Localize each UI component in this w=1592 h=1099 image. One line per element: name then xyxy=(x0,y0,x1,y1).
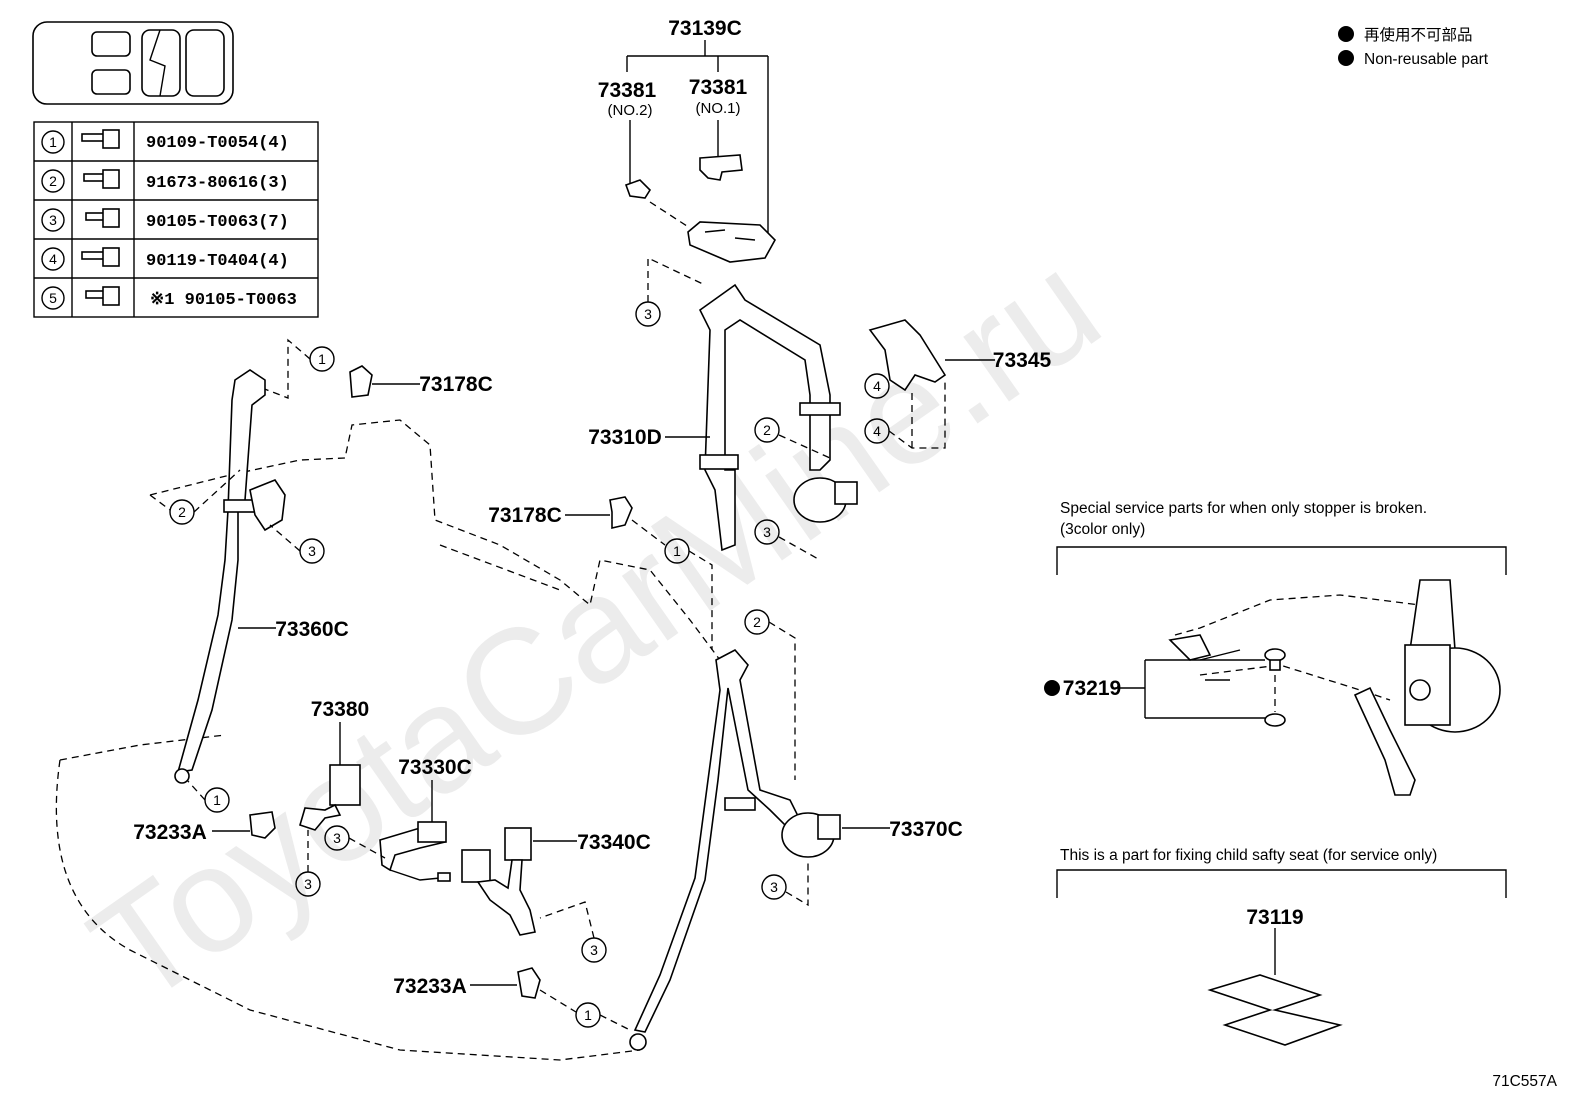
bolt-icon xyxy=(85,286,120,306)
anchor-plate-73119 xyxy=(1207,974,1343,1046)
cover-73178C-mid xyxy=(609,496,633,530)
cover-73139C-part xyxy=(624,120,776,263)
callout-2: 2 xyxy=(763,422,771,438)
legend: 再使用不可部品 Non-reusable part xyxy=(1338,26,1489,68)
table-row-2-num: 2 xyxy=(49,173,57,189)
special-note-line2: (3color only) xyxy=(1060,521,1145,538)
bracket-73139C xyxy=(626,40,769,250)
legend-jp: 再使用不可部品 xyxy=(1364,26,1473,44)
table-row-3-num: 3 xyxy=(49,212,57,228)
bolt-table: 1 90109-T0054(4) 2 91673-80616(3) 3 9010… xyxy=(33,121,319,318)
cover-73233A-lower xyxy=(517,967,541,999)
table-row-3-part: 90105-T0063(7) xyxy=(146,213,289,232)
label-73330C: 73330C xyxy=(398,756,472,779)
belt-73310D xyxy=(698,283,858,552)
callout-3: 3 xyxy=(590,942,598,958)
legend-en: Non-reusable part xyxy=(1364,51,1489,68)
label-73233A-upper: 73233A xyxy=(133,821,207,844)
label-73380: 73380 xyxy=(311,698,369,721)
cover-73178C-upper xyxy=(349,365,373,398)
seat-outline xyxy=(55,419,721,1061)
label-73178C-mid: 73178C xyxy=(488,504,562,527)
belt-73360C xyxy=(174,369,286,784)
label-73139C: 73139C xyxy=(668,17,742,40)
retractor-detail xyxy=(1168,579,1501,796)
buckle-73340C xyxy=(461,827,536,936)
bolt-icon xyxy=(83,169,120,189)
bolt-icon xyxy=(81,247,120,267)
callout-2: 2 xyxy=(753,614,761,630)
label-73381-no1: 73381 xyxy=(689,76,748,99)
label-73178C-upper: 73178C xyxy=(419,373,493,396)
callout-3: 3 xyxy=(333,830,341,846)
label-73310D: 73310D xyxy=(588,426,662,449)
table-row-1-num: 1 xyxy=(49,134,57,150)
special-note-line1: Special service parts for when only stop… xyxy=(1060,500,1427,517)
table-row-5-num: 5 xyxy=(49,290,57,306)
label-73345: 73345 xyxy=(993,349,1052,372)
callout-4: 4 xyxy=(873,423,881,439)
label-73233A-lower: 73233A xyxy=(393,975,467,998)
belt-73370C xyxy=(629,648,841,1051)
label-73370C: 73370C xyxy=(889,818,963,841)
bolt-icon xyxy=(81,129,120,149)
label-73119: 73119 xyxy=(1246,906,1303,929)
callout-1: 1 xyxy=(318,351,326,367)
table-row-4-num: 4 xyxy=(49,251,57,267)
cover-73233A-upper xyxy=(249,811,276,839)
label-73381-no2: 73381 xyxy=(598,79,657,102)
table-row-1-part: 90109-T0054(4) xyxy=(146,134,289,153)
callout-3: 3 xyxy=(770,879,778,895)
callout-3: 3 xyxy=(304,876,312,892)
table-row-5-part: ※1 90105-T0063 xyxy=(150,291,297,310)
bracket-73345 xyxy=(868,319,947,392)
callout-4: 4 xyxy=(873,378,881,394)
callout-2: 2 xyxy=(178,504,186,520)
table-row-4-part: 90119-T0404(4) xyxy=(146,252,289,271)
callout-3: 3 xyxy=(644,306,652,322)
callout-3: 3 xyxy=(763,524,771,540)
non-reusable-mark xyxy=(1044,680,1060,696)
label-73360C: 73360C xyxy=(275,618,349,641)
callout-1: 1 xyxy=(213,792,221,808)
label-73381-no2-sub: (NO.2) xyxy=(608,102,653,119)
diagram-code: 71C557A xyxy=(1492,1073,1557,1090)
child-seat-note: This is a part for fixing child safty se… xyxy=(1060,847,1437,864)
vehicle-seat-icon xyxy=(32,21,234,105)
callout-1: 1 xyxy=(584,1007,592,1023)
callout-1: 1 xyxy=(673,543,681,559)
label-73340C: 73340C xyxy=(577,831,651,854)
label-73219: 73219 xyxy=(1063,677,1121,700)
bolt-icon xyxy=(85,208,120,228)
callout-3: 3 xyxy=(308,543,316,559)
table-row-2-part: 91673-80616(3) xyxy=(146,174,289,193)
buckle-73380 xyxy=(299,764,361,831)
label-73381-no1-sub: (NO.1) xyxy=(696,100,741,117)
